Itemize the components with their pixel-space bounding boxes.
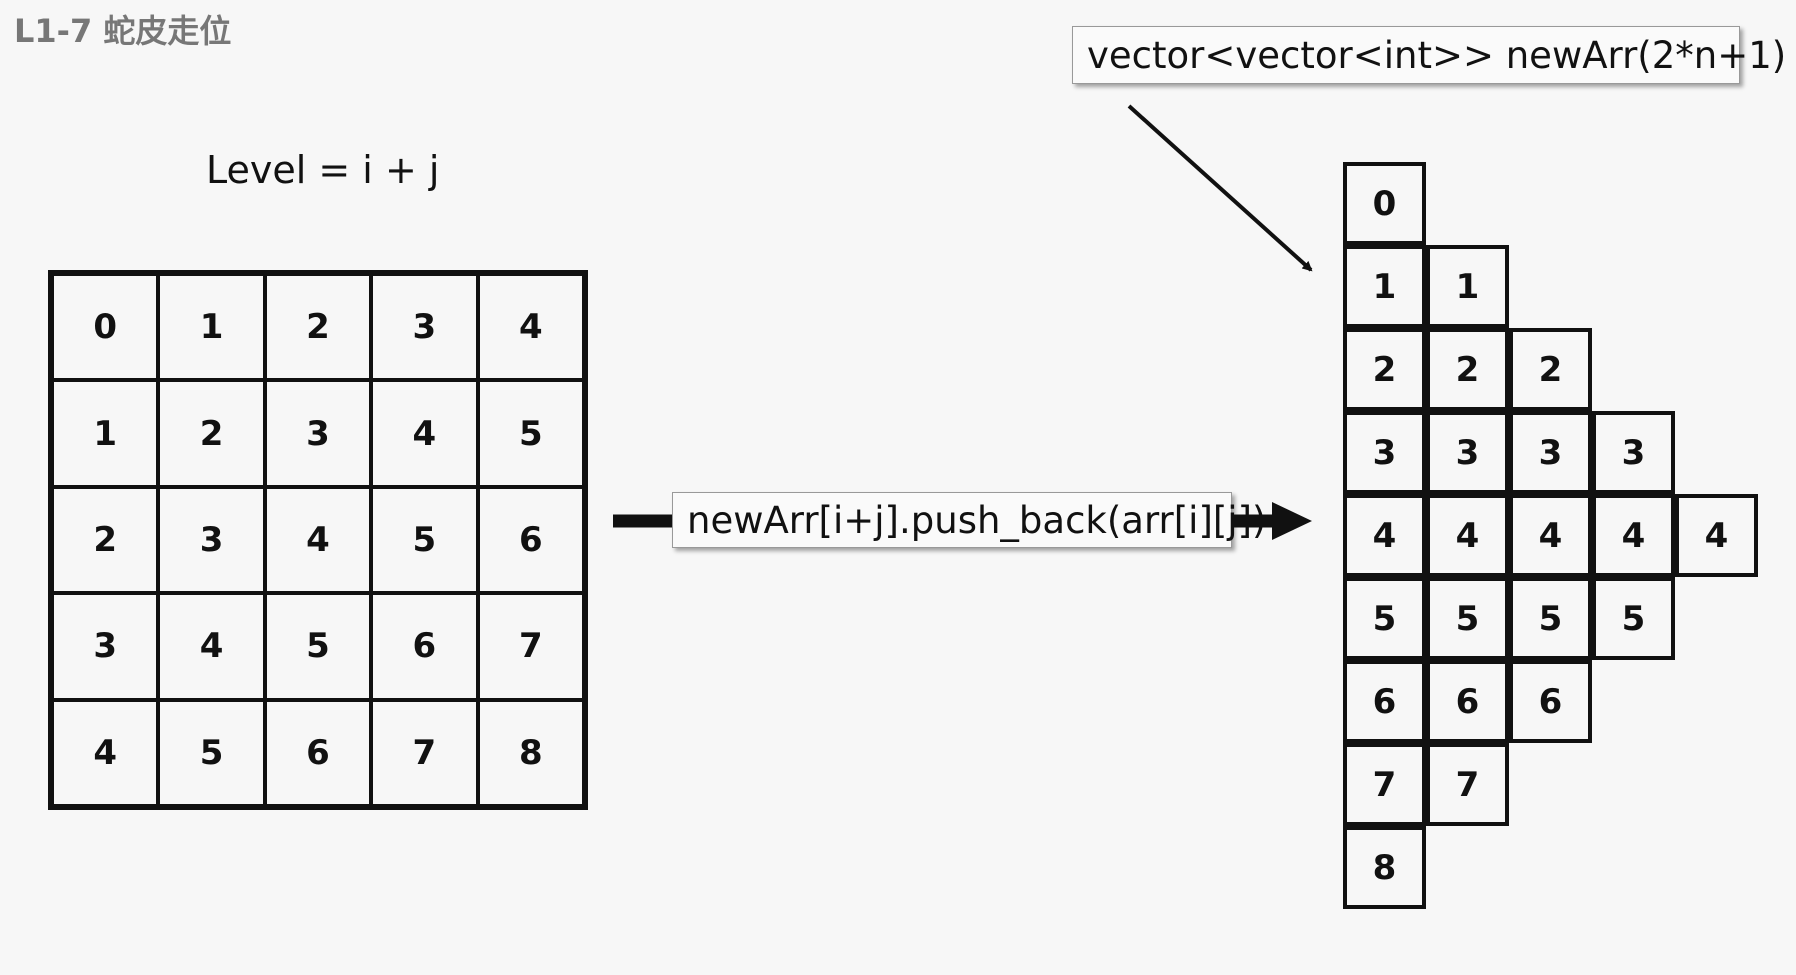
- level-cell: 4: [1343, 494, 1426, 577]
- level-cell: 4: [1592, 494, 1675, 577]
- level-cell: 3: [1426, 411, 1509, 494]
- level-cell: 2: [1509, 328, 1592, 411]
- grid-cell: 8: [477, 699, 584, 806]
- level-cell: 6: [1426, 660, 1509, 743]
- grid-cell: 4: [477, 274, 584, 381]
- grid-cell: 3: [52, 593, 159, 700]
- level-cell: 8: [1343, 826, 1426, 909]
- level-cell: 5: [1426, 577, 1509, 660]
- grid-cell: 6: [264, 699, 372, 806]
- grid-cell: 3: [371, 274, 478, 381]
- level-cell: 3: [1592, 411, 1675, 494]
- level-cell: 1: [1343, 245, 1426, 328]
- level-cell: 1: [1426, 245, 1509, 328]
- push-code-text: newArr[i+j].push_back(arr[i][j]): [687, 498, 1267, 542]
- grid-cell: 6: [371, 593, 478, 700]
- grid-cell: 5: [264, 593, 372, 700]
- level-cell: 4: [1509, 494, 1592, 577]
- declaration-arrow: [1127, 104, 1313, 272]
- grid-cell: 2: [52, 486, 159, 594]
- grid-cell: 4: [52, 699, 159, 806]
- grid-cell: 3: [264, 380, 372, 487]
- level-cell: 0: [1343, 162, 1426, 245]
- grid-cell: 0: [52, 274, 159, 381]
- level-cell: 2: [1426, 328, 1509, 411]
- level-cell: 2: [1343, 328, 1426, 411]
- level-cell: 7: [1343, 743, 1426, 826]
- level-cell: 5: [1509, 577, 1592, 660]
- grid-cell: 2: [264, 274, 372, 381]
- push-arrow-head: [1272, 502, 1312, 540]
- declaration-code-box: vector<vector<int>> newArr(2*n+1): [1072, 26, 1786, 84]
- level-cell: 5: [1592, 577, 1675, 660]
- grid-cell: 7: [477, 593, 584, 700]
- grid-cell: 7: [371, 699, 478, 806]
- grid-cell: 4: [371, 380, 478, 487]
- push-code-box: newArr[i+j].push_back(arr[i][j]): [672, 492, 1266, 548]
- grid-cell: 4: [158, 593, 265, 700]
- grid-cell: 6: [477, 486, 584, 594]
- slide-title: L1-7 蛇皮走位: [14, 12, 232, 50]
- level-cell: 4: [1426, 494, 1509, 577]
- grid-cell: 5: [158, 699, 265, 806]
- level-cell: 6: [1509, 660, 1592, 743]
- declaration-code-text: vector<vector<int>> newArr(2*n+1): [1087, 33, 1787, 77]
- grid-cell: 1: [158, 274, 265, 381]
- grid-cell: 5: [371, 486, 478, 594]
- level-cell: 6: [1343, 660, 1426, 743]
- grid-cell: 2: [158, 380, 265, 487]
- level-cell: 5: [1343, 577, 1426, 660]
- grid-cell: 4: [264, 486, 372, 594]
- grid-cell: 1: [52, 380, 159, 487]
- level-cell: 7: [1426, 743, 1509, 826]
- grid-cell: 3: [158, 486, 265, 594]
- level-formula: Level = i + j: [206, 148, 440, 192]
- grid-cell: 5: [477, 380, 584, 487]
- level-cell: 3: [1343, 411, 1426, 494]
- level-cell: 3: [1509, 411, 1592, 494]
- level-cell: 4: [1675, 494, 1758, 577]
